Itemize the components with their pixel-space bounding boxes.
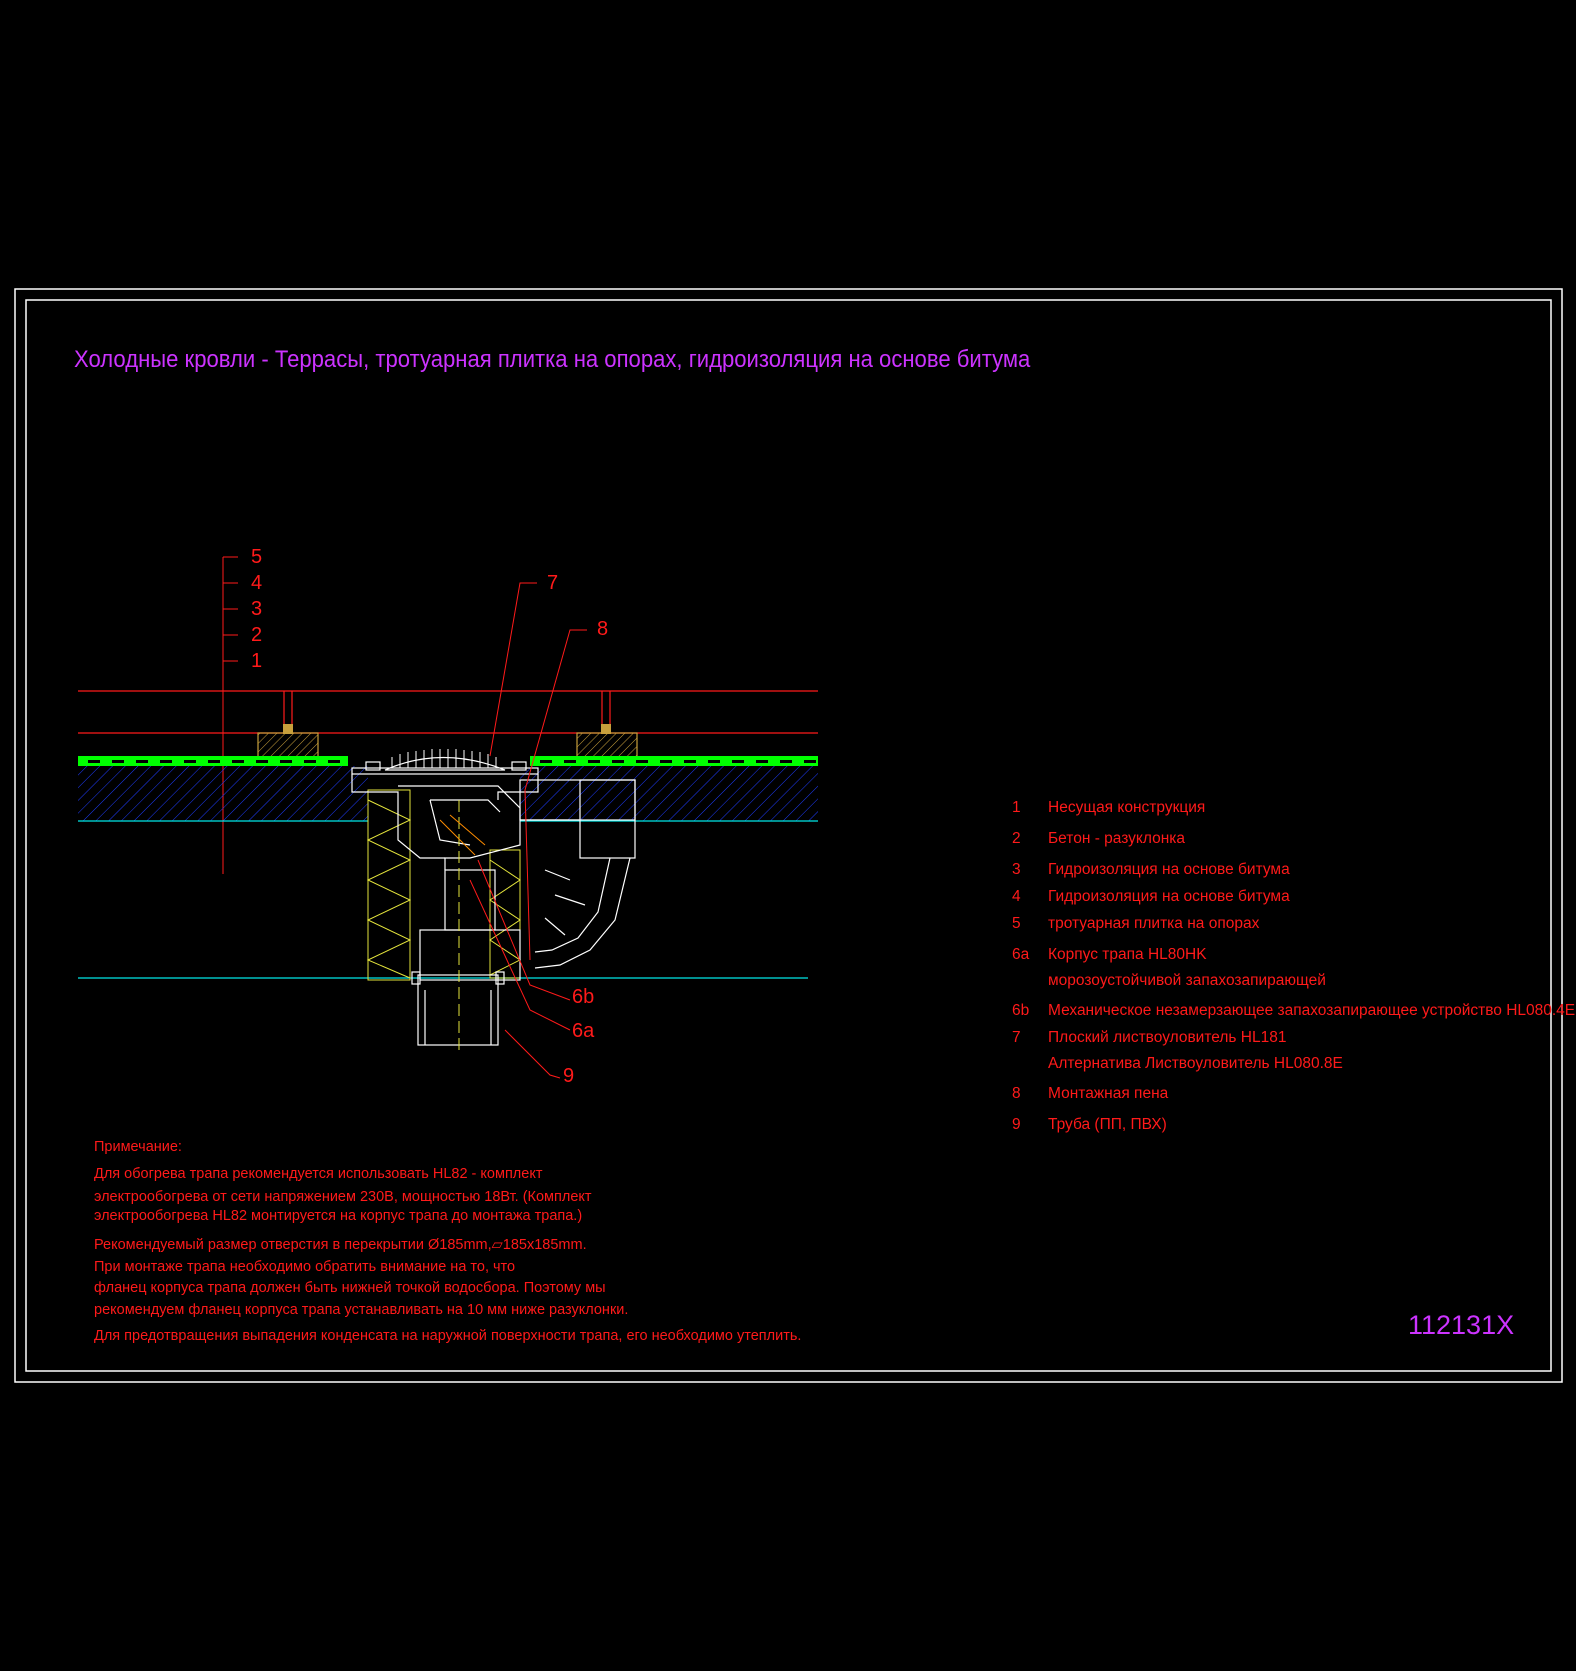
inner-frame bbox=[25, 299, 1552, 1372]
legend-text: Корпус трапа HL80HK bbox=[1048, 946, 1207, 963]
drawing-title: Холодные кровли - Террасы, тротуарная пл… bbox=[74, 346, 1031, 373]
layer-label-5: 5 bbox=[251, 546, 263, 568]
callout-leaders bbox=[469, 582, 587, 1079]
legend-text: Механическое незамерзающее запахозапираю… bbox=[1048, 1002, 1576, 1019]
legend-num: 7 bbox=[1012, 1029, 1021, 1046]
legend-num: 3 bbox=[1012, 861, 1021, 878]
legend-num: 6b bbox=[1012, 1002, 1030, 1019]
legend-text: Плоский листвоуловитель HL181 bbox=[1048, 1029, 1287, 1046]
legend-text: Труба (ПП, ПВХ) bbox=[1048, 1116, 1167, 1133]
note-line: Для предотвращения выпадения конденсата … bbox=[94, 1328, 802, 1344]
callout-7: 7 bbox=[547, 572, 559, 594]
paving-tiles bbox=[78, 690, 818, 734]
layer-callout-leader bbox=[222, 556, 238, 874]
drain-insulation bbox=[366, 789, 521, 981]
note-line: электрообогрева от сети напряжением 230В… bbox=[94, 1189, 592, 1205]
legend-num: 2 bbox=[1012, 830, 1021, 847]
callout-8: 8 bbox=[597, 618, 609, 640]
pedestals bbox=[257, 724, 638, 759]
layer-label-2: 2 bbox=[251, 624, 263, 646]
note-line: фланец корпуса трапа должен быть нижней … bbox=[94, 1280, 606, 1296]
layer-label-3: 3 bbox=[251, 598, 263, 620]
layer-label-4: 4 bbox=[251, 572, 263, 594]
odour-trap-flaps bbox=[439, 814, 486, 856]
legend-num: 8 bbox=[1012, 1085, 1021, 1102]
legend-num: 9 bbox=[1012, 1116, 1021, 1133]
callout-9: 9 bbox=[563, 1065, 575, 1087]
legend-text: Монтажная пена bbox=[1048, 1085, 1169, 1102]
legend-text: Алтернатива Листвоуловитель HL080.8E bbox=[1048, 1055, 1343, 1072]
sheet-code: 112131X bbox=[1408, 1310, 1515, 1340]
layer-label-1: 1 bbox=[251, 650, 263, 672]
note-line: электрообогрева HL82 монтируется на корп… bbox=[94, 1208, 583, 1224]
note-line: Рекомендуемый размер отверстия в перекры… bbox=[94, 1237, 587, 1253]
legend-text: тротуарная плитка на опорах bbox=[1048, 915, 1260, 932]
legend-text: Гидроизоляция на основе битума bbox=[1048, 861, 1290, 878]
bitumen-membrane bbox=[78, 756, 818, 766]
legend-text: Гидроизоляция на основе битума bbox=[1048, 888, 1290, 905]
legend-text: Несущая конструкция bbox=[1048, 799, 1206, 816]
legend-num: 5 bbox=[1012, 915, 1021, 932]
concrete-screed bbox=[78, 766, 818, 822]
legend-text: морозоустойчивой запахозапирающей bbox=[1048, 972, 1326, 989]
note-line: рекомендуем фланец корпуса трапа устанав… bbox=[94, 1302, 629, 1318]
legend-num: 1 bbox=[1012, 799, 1021, 816]
legend-text: Бетон - разуклонка bbox=[1048, 830, 1186, 847]
legend-num: 4 bbox=[1012, 888, 1021, 905]
leaf-guard-grating bbox=[351, 749, 539, 775]
notes-heading: Примечание: bbox=[94, 1139, 182, 1155]
callout-6b: 6b bbox=[572, 986, 595, 1008]
note-line: При монтаже трапа необходимо обратить вн… bbox=[94, 1259, 516, 1275]
outer-frame bbox=[14, 288, 1563, 1383]
callout-6a: 6a bbox=[572, 1020, 595, 1042]
note-line: Для обогрева трапа рекомендуется использ… bbox=[94, 1166, 543, 1182]
legend-num: 6a bbox=[1012, 946, 1030, 963]
